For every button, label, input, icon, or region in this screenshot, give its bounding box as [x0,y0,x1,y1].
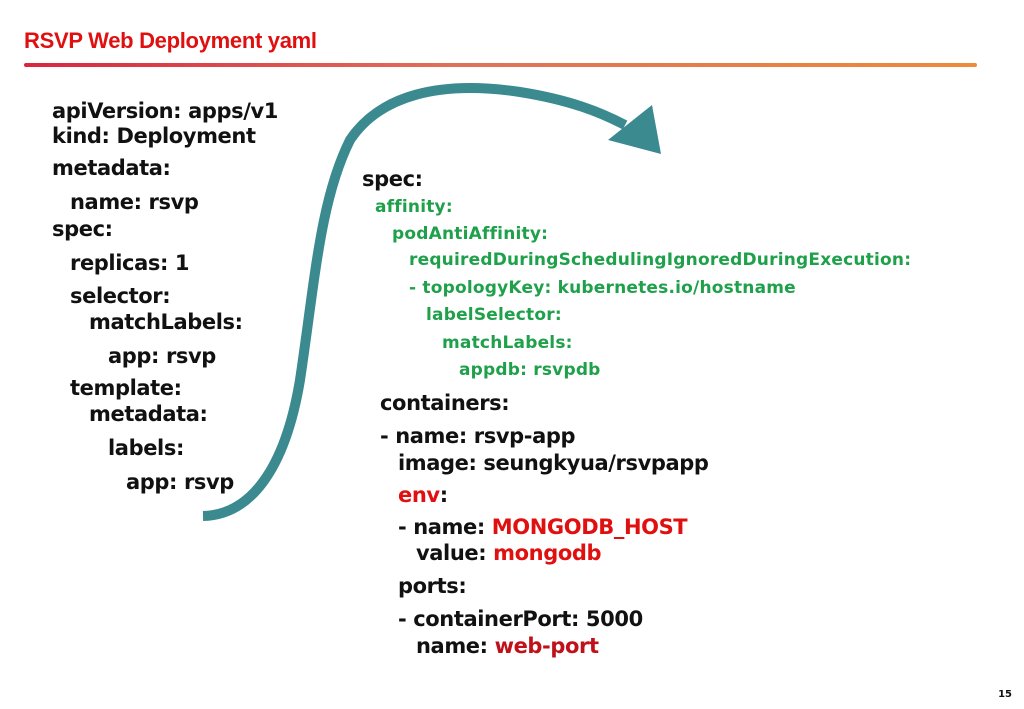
yaml-spec: spec: [52,217,113,241]
yaml-env: env: [398,485,448,506]
yaml-env-name: - name: MONGODB_HOST [398,515,688,539]
yaml-image: image: seungkyua/rsvpapp [398,451,709,475]
yaml-required-during-scheduling: requiredDuringSchedulingIgnoredDuringExe… [409,250,912,270]
yaml-match-labels: matchLabels: [89,310,243,334]
page-number: 15 [998,689,1012,700]
yaml-affinity-match-labels: matchLabels: [442,333,573,353]
yaml-container-name: - name: rsvp-app [380,424,576,448]
yaml-metadata: metadata: [52,156,171,180]
yaml-container-port: - containerPort: 5000 [398,607,643,631]
yaml-api-version: apiVersion: apps/v1 [52,99,278,123]
yaml-appdb: appdb: rsvpdb [459,360,601,380]
yaml-env-name-key: - name: [398,515,492,539]
yaml-port-name-value: web-port [494,634,599,658]
yaml-env-colon: : [439,483,448,507]
yaml-topology-key: - topologyKey: kubernetes.io/hostname [409,278,796,298]
yaml-port-name: name: web-port [416,636,599,657]
yaml-pod-anti-affinity: podAntiAffinity: [392,224,549,244]
arrow-head [608,105,661,154]
yaml-pod-spec: spec: [362,167,423,191]
yaml-containers: containers: [380,391,510,415]
yaml-env-value: value: mongodb [416,541,602,565]
yaml-template: template: [70,376,182,400]
title-divider [24,63,977,67]
yaml-label-selector: labelSelector: [426,305,562,325]
slide-title: RSVP Web Deployment yaml [24,28,317,53]
yaml-replicas: replicas: 1 [70,251,190,275]
yaml-env-name-value: MONGODB_HOST [491,515,688,539]
yaml-ports: ports: [398,574,467,598]
yaml-metadata-name: name: rsvp [70,190,199,214]
yaml-env-value-value: mongodb [493,541,602,565]
yaml-labels: labels: [108,436,184,460]
yaml-selector: selector: [70,284,171,308]
yaml-env-key: env [398,483,440,507]
yaml-template-metadata: metadata: [89,402,208,426]
yaml-kind: kind: Deployment [52,124,256,148]
yaml-labels-app: app: rsvp [126,470,234,494]
yaml-affinity: affinity: [375,197,453,217]
yaml-selector-app: app: rsvp [108,344,216,368]
yaml-port-name-key: name: [416,634,495,658]
yaml-env-value-key: value: [416,541,494,565]
